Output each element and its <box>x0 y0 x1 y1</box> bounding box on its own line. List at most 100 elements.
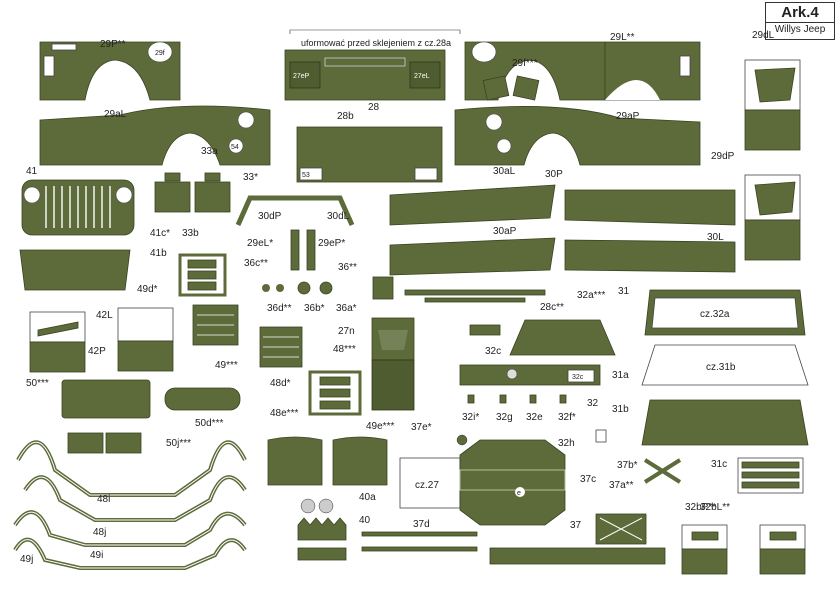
part-37c: cz.27 e <box>399 439 566 526</box>
label-29aP: 29aP <box>616 111 640 122</box>
label-40a: 40a <box>359 492 376 503</box>
part-37b <box>643 458 682 484</box>
label-37d: 37d <box>413 519 430 530</box>
label-32: 32 <box>587 398 599 409</box>
label-50j: 50j*** <box>166 438 191 449</box>
part-text-cz31b: cz.31b <box>706 362 736 373</box>
label-49j: 49j <box>20 554 33 565</box>
label-29eL: 29eL* <box>247 238 273 249</box>
part-29f <box>482 75 540 101</box>
part-29eL <box>290 229 300 271</box>
part-30aL <box>389 184 556 226</box>
part-37a <box>595 513 647 545</box>
label-28b: 28b <box>337 111 354 122</box>
part-49 <box>192 304 239 346</box>
note-bracket <box>289 29 461 34</box>
part-29P: 29f <box>39 41 181 101</box>
label-40: 40 <box>359 515 371 526</box>
part-29dL <box>744 59 801 151</box>
label-32h: 32h <box>558 438 575 449</box>
sheet-title-box: Ark.4 Willys Jeep <box>765 2 835 40</box>
label-37c: 37c <box>580 474 596 485</box>
part-text-29f: 29f <box>155 50 165 57</box>
part-29dP <box>744 174 801 261</box>
label-30dP: 30dP <box>258 211 282 222</box>
label-32a: 32a*** <box>577 290 605 301</box>
label-41c: 41c* <box>150 228 170 239</box>
part-36a <box>319 281 333 295</box>
part-33 <box>154 172 231 213</box>
label-41: 41 <box>26 166 38 177</box>
label-37b: 37b* <box>617 460 638 471</box>
part-text-32c: 32c <box>572 374 584 381</box>
label-29aL: 29aL <box>104 109 127 120</box>
label-30aL: 30aL <box>493 166 516 177</box>
label-36s: 36** <box>338 262 357 273</box>
label-49: 49*** <box>215 360 238 371</box>
part-40a-b <box>318 498 334 514</box>
label-48i: 48i <box>97 494 110 505</box>
label-32bP: 32bP** <box>685 502 716 513</box>
part-30d <box>235 195 355 227</box>
part-28b: 53 <box>296 126 443 183</box>
label-36c: 36c** <box>244 258 268 269</box>
label-29eP: 29eP* <box>318 238 345 249</box>
label-30L: 30L <box>707 232 724 243</box>
part-36 <box>372 276 394 300</box>
part-37 <box>489 547 666 565</box>
part-41b <box>19 249 131 291</box>
label-32e: 32e <box>526 412 543 423</box>
part-29aP <box>454 106 701 166</box>
part-50d <box>164 387 241 411</box>
part-31a: cz.31b <box>641 344 809 386</box>
label-42L: 42L <box>96 310 113 321</box>
label-32bL: 32bL** <box>700 502 730 513</box>
part-text-27eL: 27eL <box>414 73 430 80</box>
part-49d <box>178 253 227 297</box>
label-36d: 36d** <box>267 303 292 314</box>
part-31c <box>737 457 804 494</box>
part-32bL <box>759 524 806 575</box>
part-48 <box>259 326 303 368</box>
part-28: 27eP 27eL <box>284 49 446 101</box>
part-31: cz.32a <box>644 289 806 336</box>
part-30P <box>564 189 736 226</box>
part-41 <box>21 179 135 236</box>
label-30aP: 30aP <box>493 226 517 237</box>
label-31a: 31a <box>612 370 629 381</box>
part-29aL: 54 <box>39 105 271 166</box>
label-33s: 33* <box>243 172 258 183</box>
model-name: Willys Jeep <box>766 22 834 37</box>
part-48d <box>308 370 362 416</box>
part-36d-a <box>262 284 270 292</box>
label-42P: 42P <box>88 346 106 357</box>
part-text-53a: 53 <box>302 172 310 179</box>
part-29eP <box>306 229 316 271</box>
label-29dL: 29dL <box>752 30 775 41</box>
label-37e: 37e* <box>411 422 432 433</box>
label-48d: 48d* <box>270 378 291 389</box>
part-32: 32c <box>459 364 601 386</box>
part-springs <box>13 440 247 570</box>
part-50j-a <box>67 432 104 454</box>
label-32f: 32f* <box>558 412 576 423</box>
sheet-number: Ark.4 <box>781 4 819 21</box>
label-29L: 29L** <box>610 32 635 43</box>
part-30L <box>564 239 736 273</box>
part-text-54: 54 <box>231 144 239 151</box>
label-32c: 32c <box>485 346 501 357</box>
assembly-note: uformować przed sklejeniem z cz.28a <box>300 38 452 48</box>
part-32c <box>469 324 501 336</box>
part-42 <box>29 307 174 373</box>
label-49d: 49d* <box>137 284 158 295</box>
part-37d <box>361 531 478 552</box>
part-36b <box>297 281 311 295</box>
label-30dL: 30dL <box>327 211 350 222</box>
part-text-cz27: cz.27 <box>415 480 439 491</box>
label-36a: 36a* <box>336 303 357 314</box>
label-27n: 27n <box>338 326 355 337</box>
part-28c <box>404 289 546 303</box>
label-31: 31 <box>618 286 630 297</box>
label-32i: 32i* <box>462 412 479 423</box>
